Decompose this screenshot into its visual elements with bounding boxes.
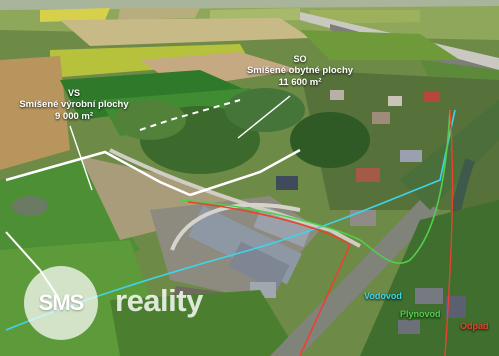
sms-logo-circle: SMS (24, 266, 98, 340)
zone-name-vs: Smíšené výrobní plochy (19, 99, 129, 111)
zone-label-vs: VS Smíšené výrobní plochy 9 000 m² (6, 88, 142, 123)
zone-code-so: SO (293, 54, 307, 64)
zone-code-vs: VS (67, 88, 80, 98)
zone-name-so: Smíšené obytné plochy (246, 65, 354, 77)
legend-plynovod: Plynovod (400, 309, 441, 319)
zone-area-vs: 9 000 m² (54, 111, 94, 123)
zone-label-so: SO Smíšené obytné plochy 11 600 m² (224, 54, 376, 89)
logo-mark: SMS (38, 290, 85, 315)
zone-area-so: 11 600 m² (278, 77, 322, 89)
logo-wordmark: reality (115, 283, 203, 318)
legend-vodovod: Vodovod (364, 291, 402, 301)
legend-odpad: Odpad (460, 321, 489, 331)
